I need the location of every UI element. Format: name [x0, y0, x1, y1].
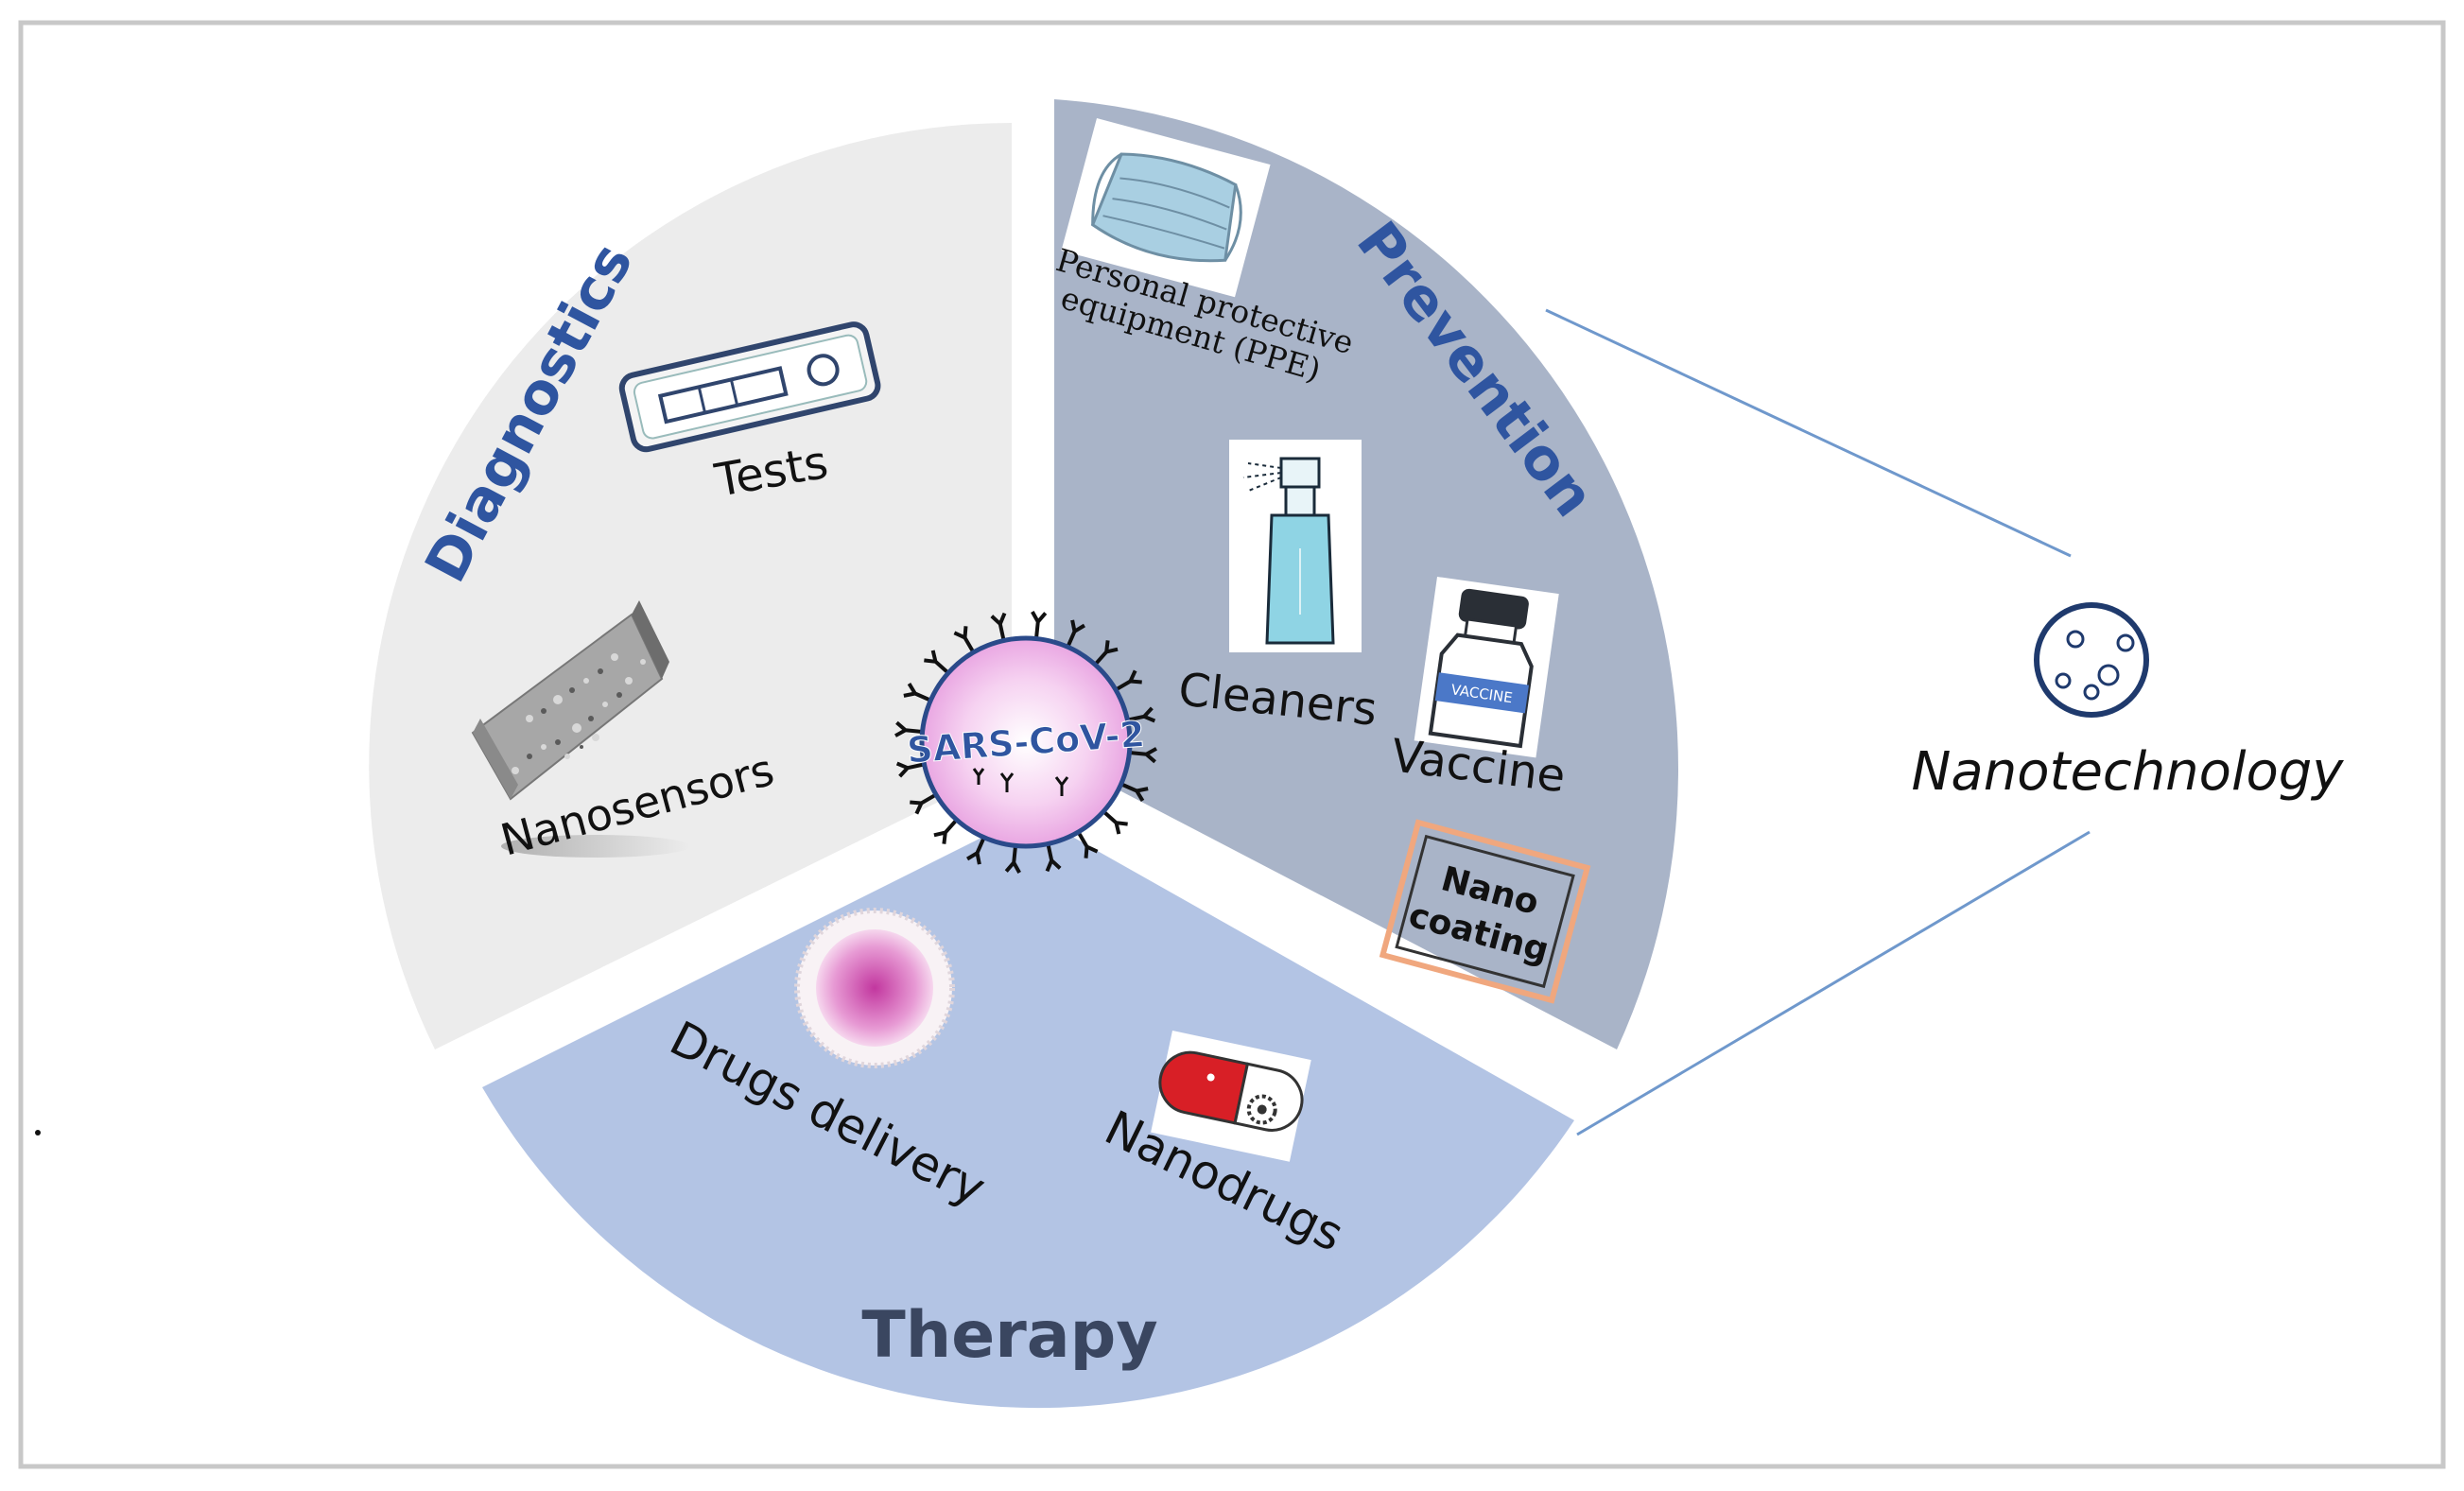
virus-spike	[1102, 809, 1128, 835]
spray-bottle-icon	[1229, 440, 1362, 652]
nanodrug-capsule-icon	[1151, 1031, 1311, 1162]
virus-spike	[1093, 640, 1119, 667]
virus-spike	[933, 818, 959, 844]
figure-border	[18, 20, 2446, 1469]
connector-line-top	[1545, 308, 2072, 558]
face-mask-icon	[1061, 118, 1271, 298]
stray-dot	[35, 1130, 41, 1136]
virus-spike	[1127, 706, 1156, 723]
nanotechnology-label: Nanotechnology	[1912, 741, 2345, 803]
drug-nanoparticle-icon	[794, 908, 955, 1068]
therapy-sector	[482, 813, 1574, 1409]
prevention-sector	[1054, 99, 1678, 1049]
virus-spike	[1004, 845, 1021, 874]
virus-spike	[966, 836, 986, 865]
virus-spike	[1119, 782, 1149, 802]
virus-spike	[1031, 611, 1048, 639]
sars-cov-2-virus	[919, 635, 1133, 849]
virus-spike	[1045, 843, 1062, 873]
nanoparticle-icon	[2034, 602, 2149, 718]
virus-spike	[1129, 747, 1157, 764]
virus-spike	[903, 683, 932, 702]
virus-spike	[894, 720, 923, 737]
virus-spike	[910, 792, 938, 815]
virus-inner-antibodies	[972, 768, 1069, 796]
therapy-title: Therapy	[861, 1298, 1157, 1373]
nanosensor-icon	[471, 600, 690, 858]
virus-spike	[953, 626, 976, 654]
virus-spike	[1076, 830, 1099, 858]
virus-spike	[895, 761, 925, 778]
virus-spike	[1066, 619, 1085, 649]
connector-line-bottom	[1576, 830, 2091, 1136]
vaccine-bottle-icon: VACCINE	[1414, 577, 1559, 758]
virus-spike	[990, 612, 1007, 641]
virus-spikes	[894, 611, 1157, 874]
rapid-test-icon	[618, 321, 881, 453]
virus-spike	[1114, 669, 1142, 692]
virus-spike	[924, 650, 950, 675]
